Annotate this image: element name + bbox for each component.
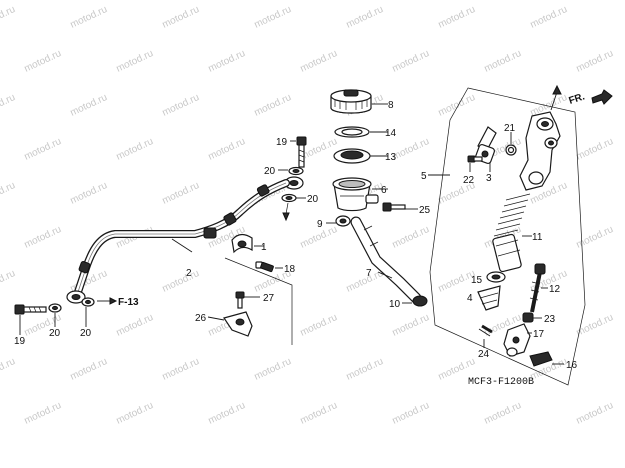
push-rod-12 [529,263,546,313]
washer-20-right [81,297,95,307]
reference-arrow-label: F-13 [118,297,139,308]
part-label-10: 10 [389,299,401,310]
bolt-19-top [296,136,307,168]
hose-clamp-1 [231,233,253,254]
part-label-18: 18 [284,264,296,275]
part-label-26: 26 [195,313,207,324]
part-label-21: 21 [504,123,516,134]
brake-hose [74,179,290,296]
washer-20-top [288,166,304,176]
part-label-19-top: 19 [276,137,288,148]
bolt-18 [255,261,274,273]
part-label-19-bottom: 19 [14,336,26,347]
part-label-27: 27 [263,293,275,304]
direction-label: FR. [568,91,587,107]
part-label-1: 1 [261,242,267,253]
reference-arrow: F-13 [97,297,139,308]
part-label-14: 14 [385,128,397,139]
part-label-17: 17 [533,329,545,340]
washer-20-left [48,303,62,313]
part-label-20-right: 20 [80,328,92,339]
screw-22 [467,155,483,163]
pin-24 [478,324,493,337]
part-label-25: 25 [419,205,431,216]
part-label-7: 7 [366,268,372,279]
part-label-9: 9 [317,219,323,230]
reservoir-tank [332,177,379,212]
part-label-22: 22 [463,175,475,186]
reservoir-diaphragm [333,148,371,164]
part-label-2: 2 [186,268,192,279]
group-bracket [224,257,293,345]
part-label-16: 16 [566,360,578,371]
part-label-4: 4 [467,293,473,304]
reservoir-hose-7 [350,216,422,304]
reservoir-cap [330,89,372,114]
part-label-20-top: 20 [264,166,276,177]
diagram-code: MCF3-F1200B [468,377,534,388]
piston-spring-11 [492,193,531,273]
part-label-15: 15 [471,275,483,286]
bolt-19-bottom [14,304,47,315]
washer-20-mid [281,193,297,203]
clip-26 [223,311,253,337]
joint-17 [503,323,531,357]
part-label-20-mid: 20 [307,194,319,205]
clip-9 [335,215,351,227]
front-arrow-icon [591,89,613,105]
part-label-23: 23 [544,314,556,325]
o-ring-21 [505,144,517,156]
pin-16 [529,351,553,367]
part-label-20-left: 20 [49,328,61,339]
reservoir-plate [334,126,370,138]
part-labels: 1 2 3 4 5 6 7 8 9 10 11 12 13 14 15 16 1… [14,100,578,371]
cup-15 [486,271,506,283]
banjo-fitting-bottom [66,290,86,304]
screw-25 [382,202,406,212]
part-label-12: 12 [549,284,561,295]
part-label-13: 13 [385,152,397,163]
boot-4 [477,285,501,311]
part-label-6: 6 [381,185,387,196]
part-label-24: 24 [478,349,490,360]
master-cylinder-body [519,84,562,191]
part-label-5: 5 [421,171,427,182]
part-label-8: 8 [388,100,394,111]
screw-27 [235,291,245,309]
nut-23 [522,312,534,323]
part-label-11: 11 [532,232,543,243]
front-direction-marker: FR. [568,89,613,107]
clip-10 [412,295,428,307]
assembly-outline [429,87,586,386]
part-label-3: 3 [486,173,492,184]
